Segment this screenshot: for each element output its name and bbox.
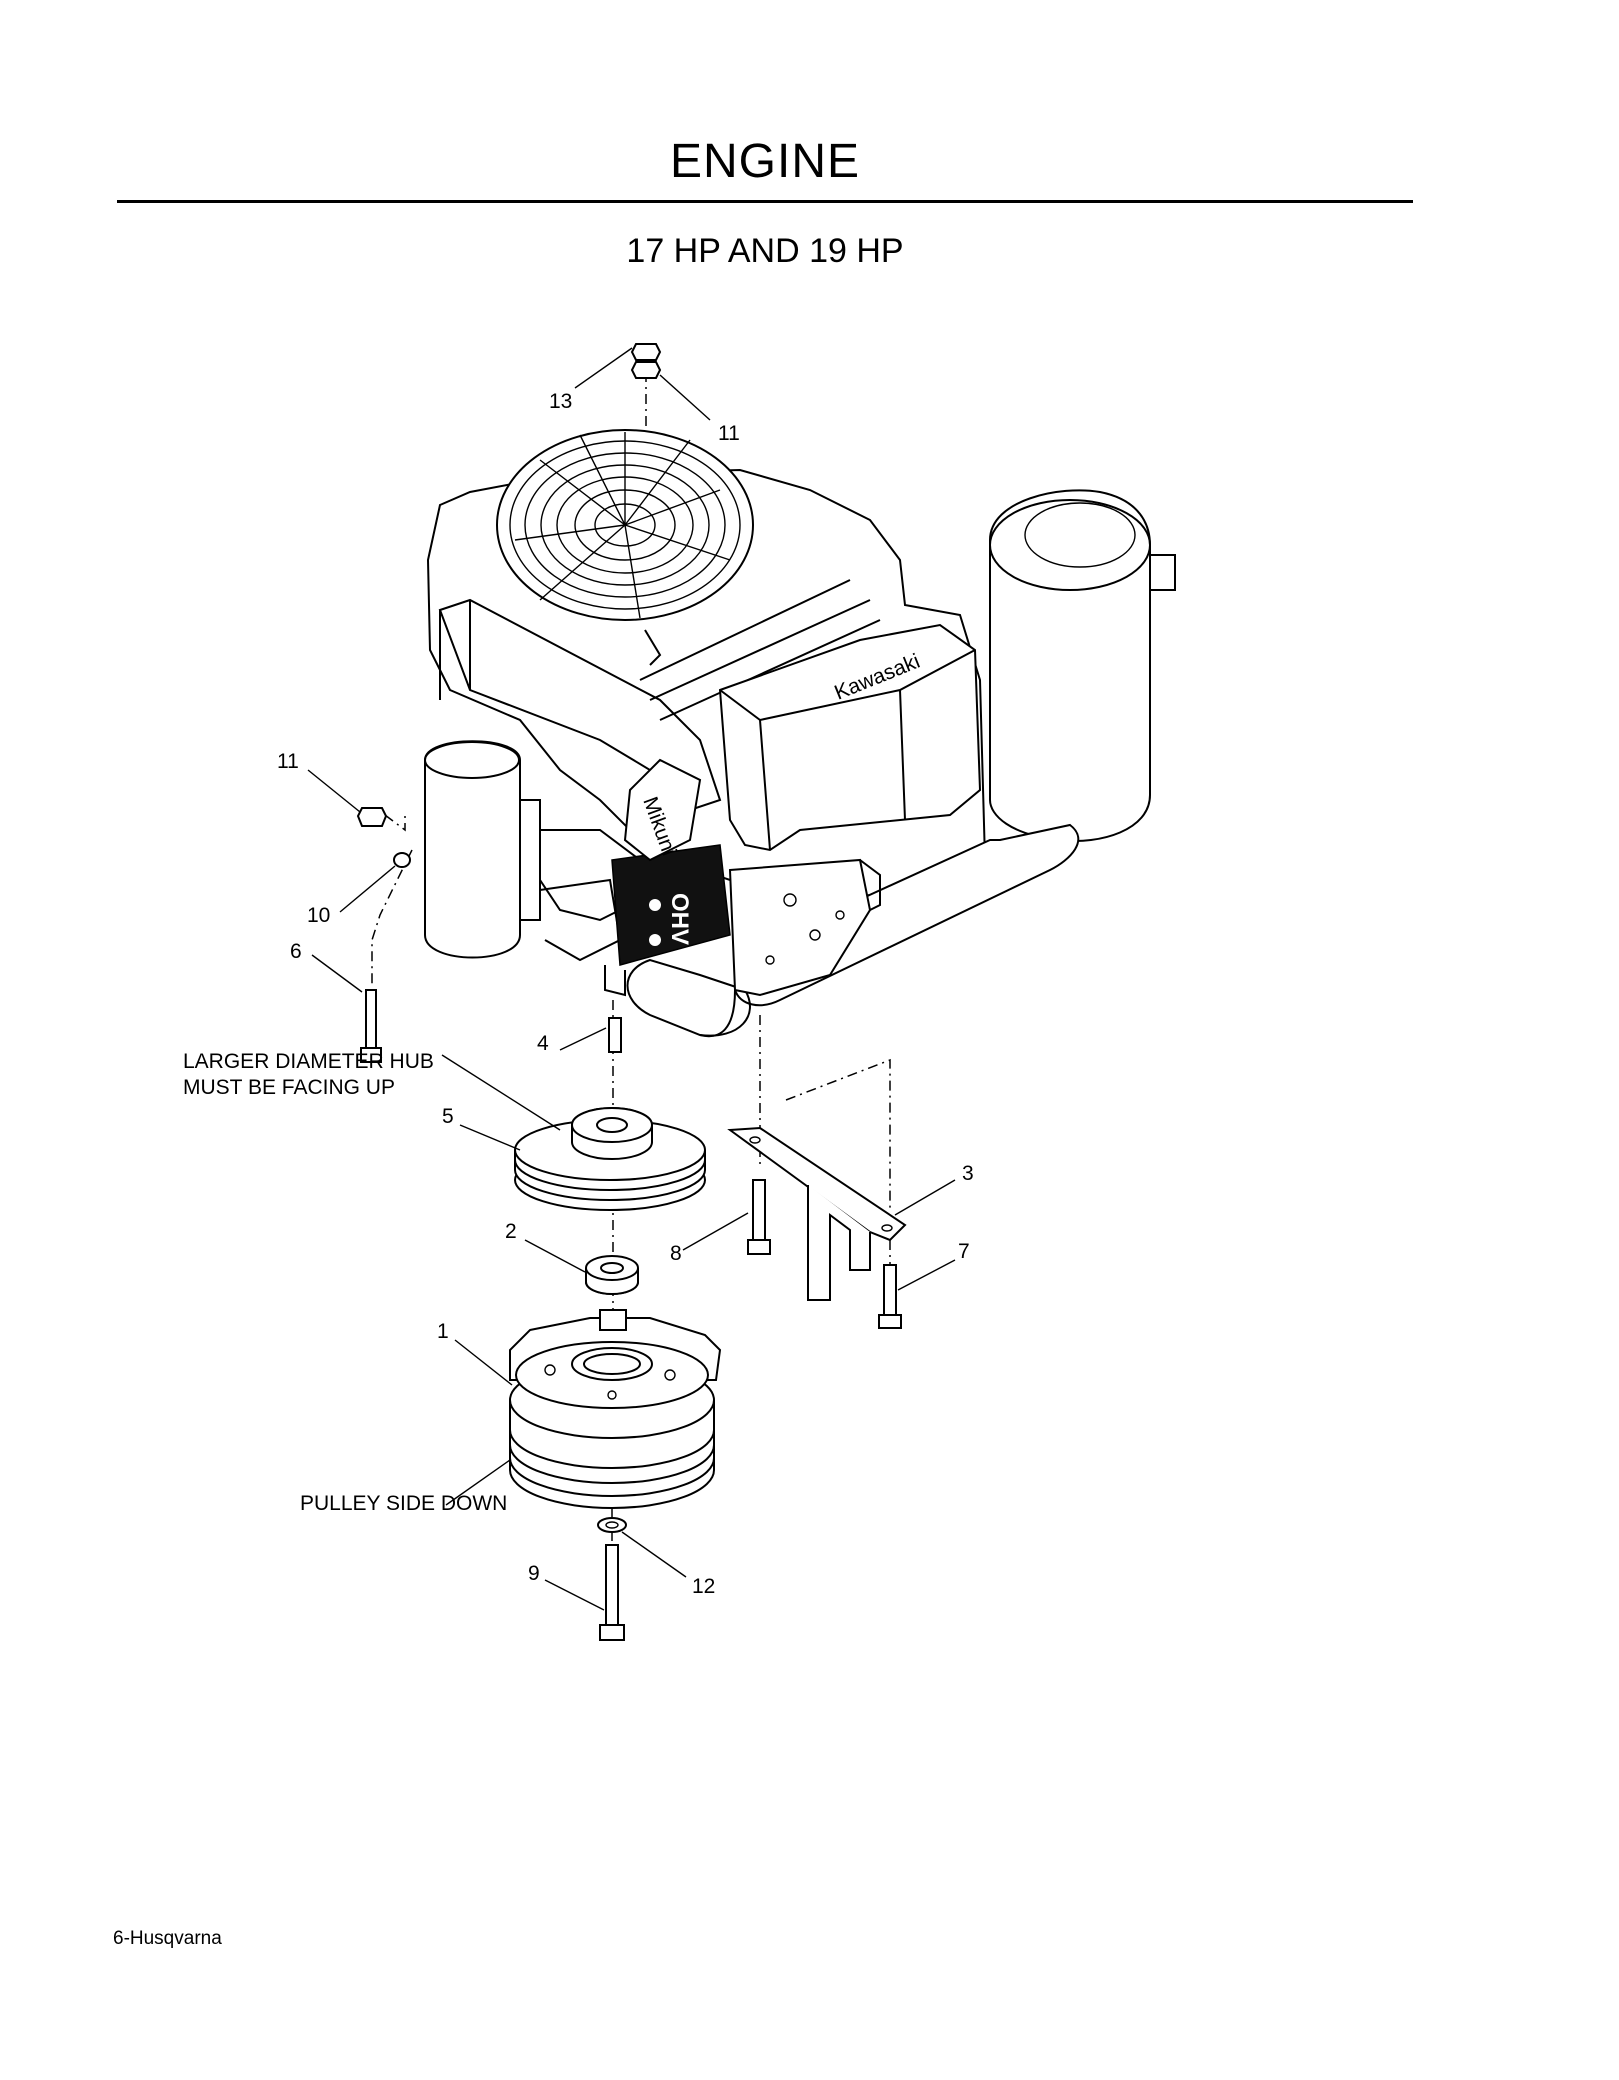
hardware-parts <box>356 343 907 1641</box>
callout-11-top: 11 <box>718 422 740 445</box>
assembly-centerlines <box>371 372 891 1555</box>
callout-7: 7 <box>958 1240 970 1263</box>
page-footer: 6-Husqvarna <box>113 1928 222 1949</box>
callout-1: 1 <box>437 1320 449 1343</box>
callout-8: 8 <box>670 1242 682 1265</box>
page-title: ENGINE <box>669 135 861 188</box>
callout-4: 4 <box>537 1032 549 1055</box>
callout-10: 10 <box>307 904 330 927</box>
engine-assembly: Kawasaki OHV Mikuni <box>424 429 1176 1038</box>
callout-2: 2 <box>505 1220 517 1243</box>
note-pulley: PULLEY SIDE DOWN <box>300 1492 507 1515</box>
assembly-notes: LARGER DIAMETER HUB MUST BE FACING UP PU… <box>183 1050 507 1515</box>
note-hub-line1: LARGER DIAMETER HUB <box>183 1050 434 1073</box>
callout-12: 12 <box>692 1575 715 1598</box>
callout-numbers: 13 11 11 10 6 4 5 2 8 3 7 1 9 12 <box>277 390 974 1598</box>
page-subtitle: 17 HP AND 19 HP <box>626 232 904 270</box>
callout-5: 5 <box>442 1105 454 1128</box>
callout-3: 3 <box>962 1162 974 1185</box>
callout-13: 13 <box>549 390 572 413</box>
ohv-label: OHV <box>666 893 693 945</box>
callout-11-left: 11 <box>277 750 299 773</box>
leader-lines <box>307 347 956 1611</box>
title-rule <box>117 200 1413 203</box>
note-hub-line2: MUST BE FACING UP <box>183 1076 395 1099</box>
callout-6: 6 <box>290 940 302 963</box>
callout-9: 9 <box>528 1562 540 1585</box>
